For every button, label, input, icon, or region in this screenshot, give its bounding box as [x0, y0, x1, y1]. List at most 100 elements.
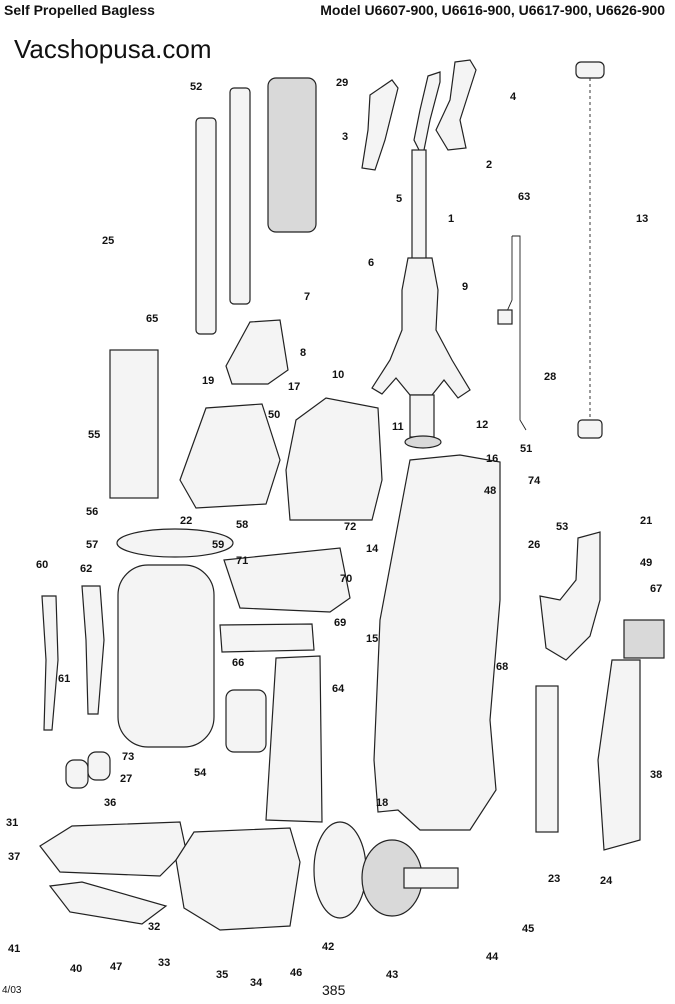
top-cover-part — [179, 403, 281, 509]
part-label-11: 11 — [392, 421, 404, 433]
part-label-73: 73 — [122, 751, 134, 763]
date-code: 4/03 — [2, 985, 22, 996]
part-label-69: 69 — [334, 617, 346, 629]
diagram-title: Self Propelled Bagless — [4, 2, 155, 18]
part-label-38: 38 — [650, 769, 662, 781]
part-label-45: 45 — [522, 923, 534, 935]
part-label-13: 13 — [636, 213, 648, 225]
part-label-74: 74 — [528, 475, 541, 487]
part-label-14: 14 — [366, 543, 379, 555]
part-label-68: 68 — [496, 661, 508, 673]
part-label-1: 1 — [448, 213, 454, 225]
part-label-57: 57 — [86, 539, 98, 551]
part-label-24: 24 — [600, 875, 613, 887]
model-numbers: Model U6607-900, U6616-900, U6617-900, U… — [320, 2, 665, 18]
part-label-40: 40 — [70, 963, 82, 975]
part-label-2: 2 — [486, 159, 492, 171]
part-label-62: 62 — [80, 563, 92, 575]
part-label-65: 65 — [146, 313, 158, 325]
part-label-72: 72 — [344, 521, 356, 533]
handle-tube-part — [411, 149, 427, 261]
filter-frame-part — [109, 349, 159, 499]
nozzle-part — [48, 881, 168, 925]
part-label-41: 41 — [8, 943, 20, 955]
part-label-35: 35 — [216, 969, 228, 981]
site-watermark: Vacshopusa.com — [14, 34, 212, 64]
part-label-28: 28 — [544, 371, 556, 383]
part-label-63: 63 — [518, 191, 530, 203]
part-label-18: 18 — [376, 797, 388, 809]
part-label-27: 27 — [120, 773, 132, 785]
plug-part — [497, 309, 513, 325]
part-label-42: 42 — [322, 941, 334, 953]
part-label-53: 53 — [556, 521, 568, 533]
part-label-56: 56 — [86, 506, 98, 518]
part-label-23: 23 — [548, 873, 560, 885]
base-tray-part — [219, 623, 315, 653]
part-label-47: 47 — [110, 961, 122, 973]
part-label-58: 58 — [236, 519, 248, 531]
part-label-50: 50 — [268, 409, 280, 421]
cover-part — [285, 397, 383, 521]
hose-cuff-part — [575, 61, 605, 79]
part-label-17: 17 — [288, 381, 300, 393]
part-label-5: 5 — [396, 193, 402, 205]
power-cord-part — [503, 235, 527, 431]
part-label-32: 32 — [148, 921, 160, 933]
part-label-61: 61 — [58, 673, 70, 685]
wheel-part — [65, 759, 89, 789]
part-label-9: 9 — [462, 281, 468, 293]
housing-part — [223, 547, 351, 613]
wheel-part — [87, 751, 111, 781]
part-label-60: 60 — [36, 559, 48, 571]
part-label-55: 55 — [88, 429, 100, 441]
part-label-37: 37 — [8, 851, 20, 863]
cartridge-filter-part — [267, 77, 317, 233]
exhaust-elbow-part — [539, 531, 601, 661]
part-label-25: 25 — [102, 235, 114, 247]
cup-lid-part — [116, 528, 234, 558]
part-label-8: 8 — [300, 347, 306, 359]
part-label-59: 59 — [212, 539, 224, 551]
upper-handle-part — [413, 71, 441, 153]
part-label-44: 44 — [486, 951, 499, 963]
part-label-4: 4 — [510, 91, 517, 103]
part-label-21: 21 — [640, 515, 652, 527]
exhaust-filter-part — [623, 619, 665, 659]
part-label-52: 52 — [190, 81, 202, 93]
part-label-16: 16 — [486, 453, 498, 465]
part-label-66: 66 — [232, 657, 244, 669]
part-label-70: 70 — [340, 573, 352, 585]
part-label-64: 64 — [332, 683, 345, 695]
filter-cap-part — [225, 319, 289, 385]
belt-ring-part — [313, 821, 367, 919]
part-label-26: 26 — [528, 539, 540, 551]
part-label-43: 43 — [386, 969, 398, 981]
part-label-12: 12 — [476, 419, 488, 431]
cord-wrap-part — [41, 595, 59, 731]
part-label-22: 22 — [180, 515, 192, 527]
part-label-6: 6 — [368, 257, 374, 269]
hose-cuff-part — [577, 419, 603, 439]
part-label-19: 19 — [202, 375, 214, 387]
swivel-ring-part — [404, 435, 442, 449]
foam-filter-part — [535, 685, 559, 833]
part-label-48: 48 — [484, 485, 496, 497]
handle-post-part — [409, 394, 435, 438]
dust-cup-part — [117, 564, 215, 748]
part-label-49: 49 — [640, 557, 652, 569]
part-label-15: 15 — [366, 633, 378, 645]
side-panel-part — [265, 655, 323, 823]
handle-body-part — [371, 257, 471, 399]
part-label-34: 34 — [250, 977, 263, 989]
wand-tube-part — [229, 87, 251, 305]
part-label-33: 33 — [158, 957, 170, 969]
side-cover-part — [597, 659, 641, 851]
part-label-51: 51 — [520, 443, 532, 455]
main-body-part — [373, 454, 501, 831]
part-label-7: 7 — [304, 291, 310, 303]
part-label-71: 71 — [236, 555, 248, 567]
handle-grip-part — [361, 79, 399, 171]
part-label-36: 36 — [104, 797, 116, 809]
